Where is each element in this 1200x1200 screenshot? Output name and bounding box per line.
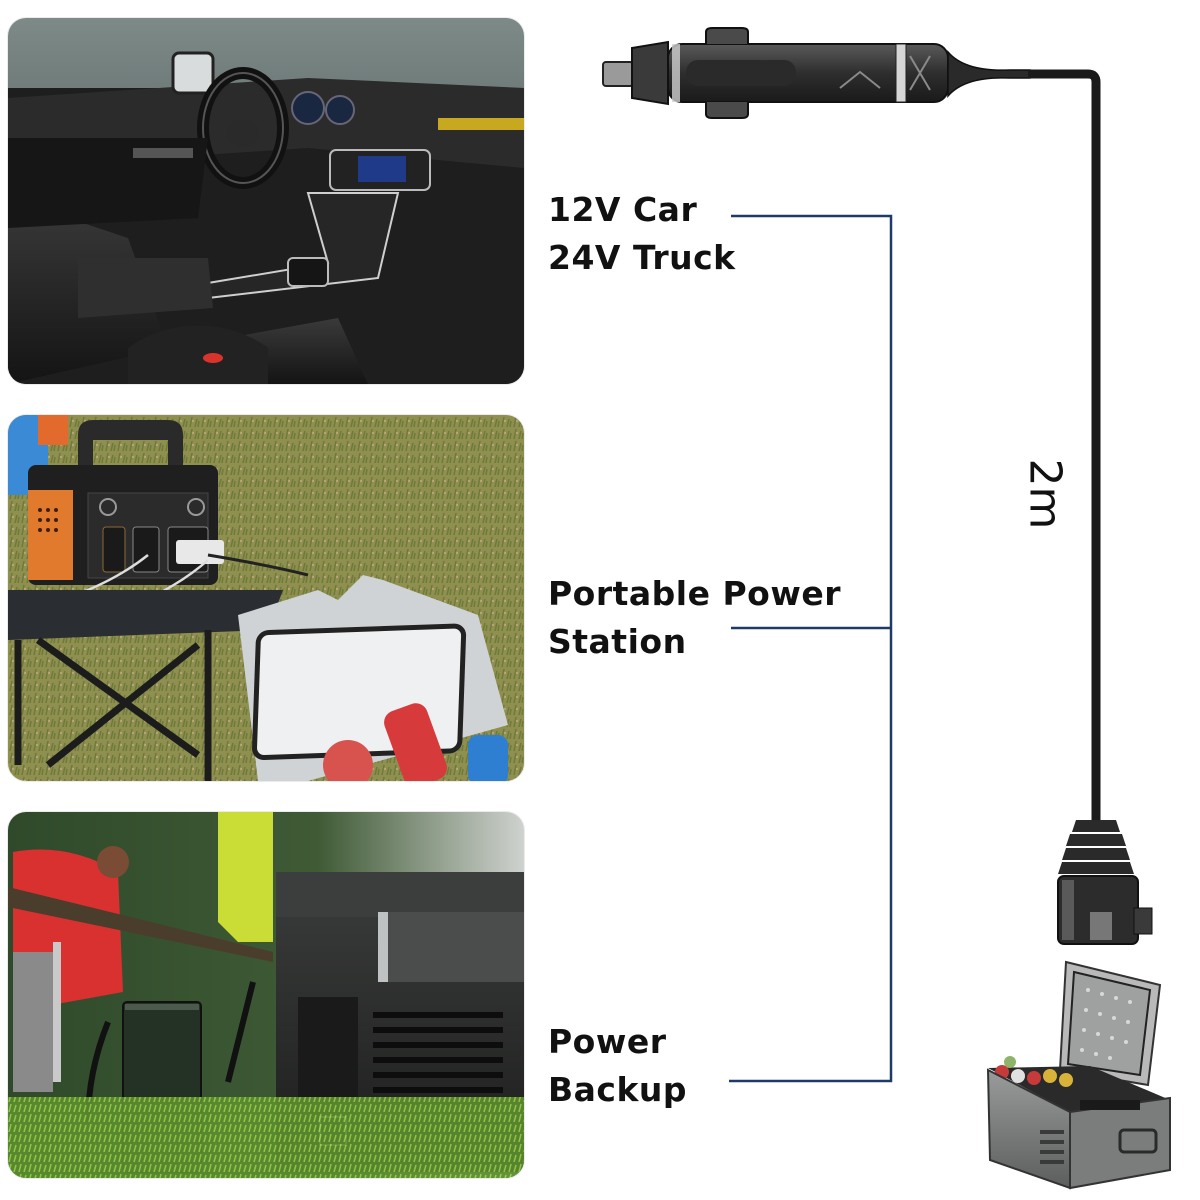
- power-station-photo: [8, 415, 524, 781]
- cigarette-lighter-plug-icon: [602, 27, 1031, 119]
- cable-line: [1028, 69, 1101, 820]
- power-backup-illustration: [8, 812, 524, 1178]
- cable-length-label: 2m: [1019, 458, 1071, 530]
- caption-power-backup: Power Backup: [548, 1018, 687, 1114]
- caption-backup-line-2: Backup: [548, 1070, 688, 1109]
- caption-truck-line: 24V Truck: [548, 238, 736, 277]
- fridge-plug-connector-icon: [1057, 820, 1153, 945]
- caption-station-line-2: Station: [548, 622, 687, 661]
- portable-fridge-icon: [986, 960, 1171, 1190]
- car-interior-illustration: [8, 18, 524, 384]
- caption-car-truck: 12V Car 24V Truck: [548, 186, 736, 282]
- caption-station-line-1: Portable Power: [548, 574, 841, 613]
- power-station-illustration: [8, 415, 524, 781]
- car-interior-photo: [8, 18, 524, 384]
- caption-car-line: 12V Car: [548, 190, 698, 229]
- power-backup-photo: [8, 812, 524, 1178]
- caption-backup-line-1: Power: [548, 1022, 667, 1061]
- caption-power-station: Portable Power Station: [548, 570, 841, 666]
